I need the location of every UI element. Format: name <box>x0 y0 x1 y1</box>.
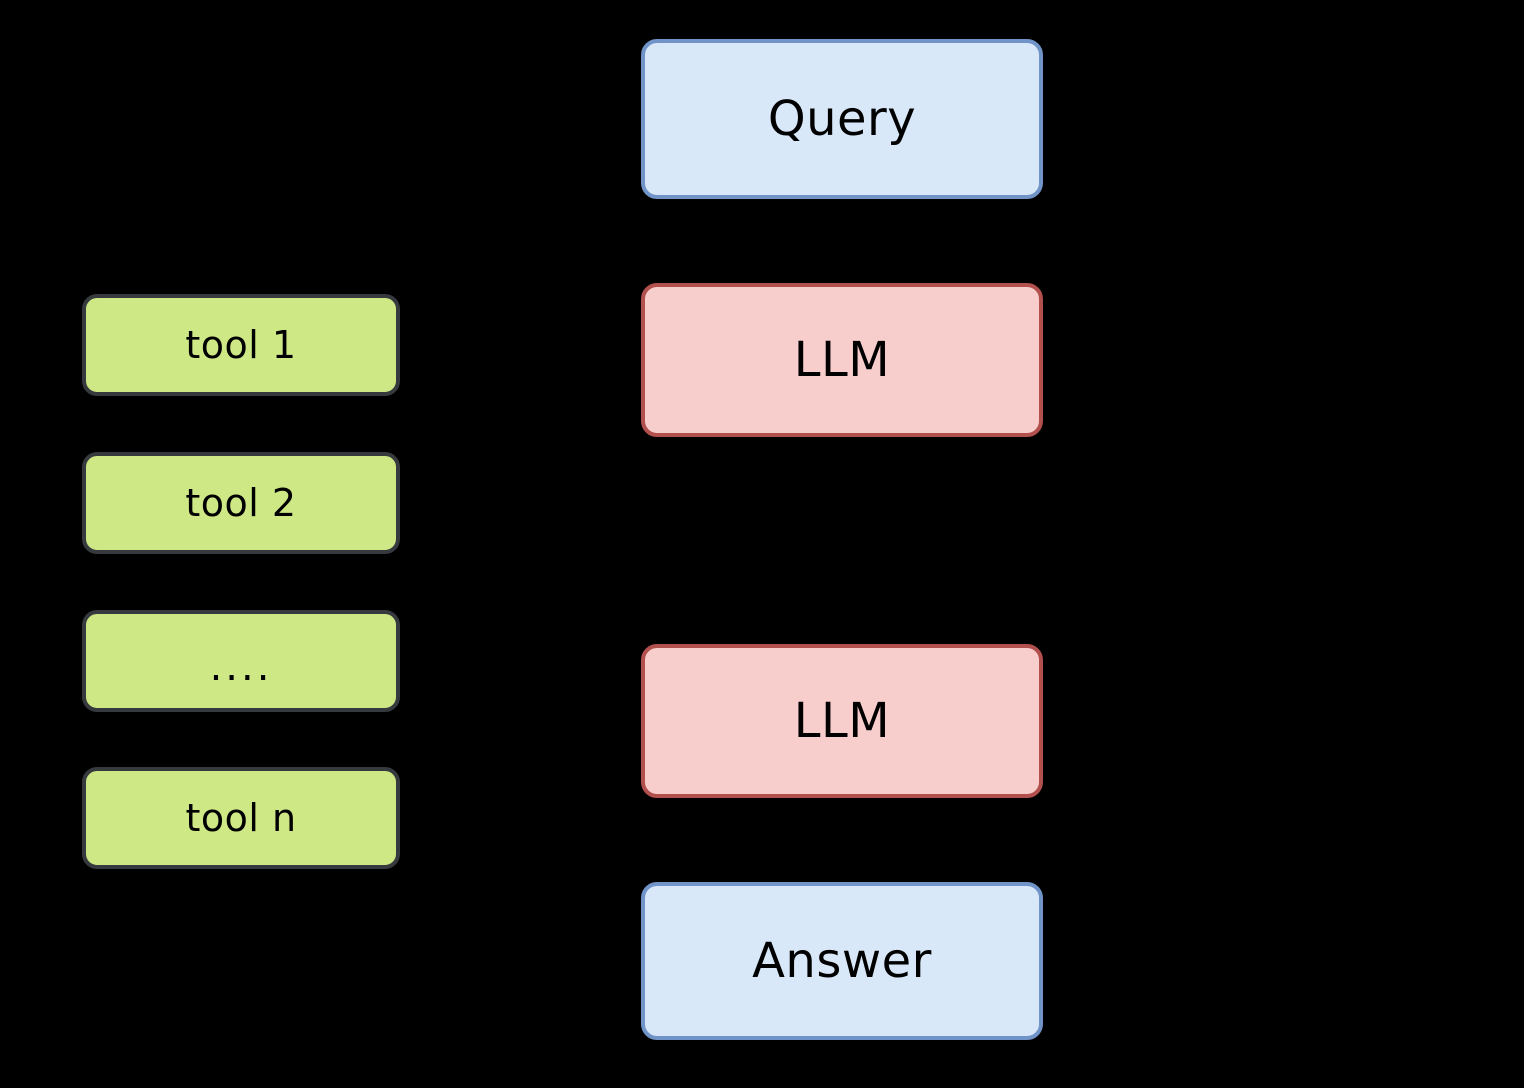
node-answer-label: Answer <box>752 933 932 989</box>
node-llm-2[interactable]: LLM <box>641 644 1043 798</box>
node-tool-2[interactable]: tool 2 <box>82 452 400 554</box>
node-tool-1-label: tool 1 <box>185 323 297 367</box>
node-llm-1[interactable]: LLM <box>641 283 1043 437</box>
node-tool-1[interactable]: tool 1 <box>82 294 400 396</box>
node-query-label: Query <box>767 91 917 147</box>
node-tool-ellipsis-label: .... <box>209 644 273 690</box>
node-tool-ellipsis[interactable]: .... <box>82 610 400 712</box>
node-llm-1-label: LLM <box>793 332 891 388</box>
node-tool-n-label: tool n <box>185 796 297 840</box>
node-tool-n[interactable]: tool n <box>82 767 400 869</box>
node-answer[interactable]: Answer <box>641 882 1043 1040</box>
node-llm-2-label: LLM <box>793 693 891 749</box>
node-tool-2-label: tool 2 <box>185 481 297 525</box>
node-query[interactable]: Query <box>641 39 1043 199</box>
